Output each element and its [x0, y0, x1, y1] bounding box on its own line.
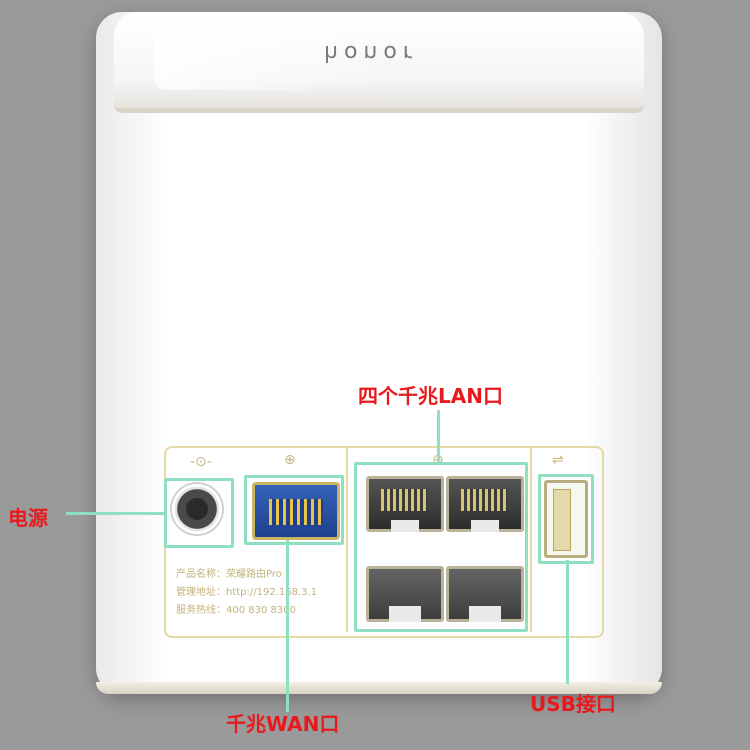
wan-leader-line [286, 540, 289, 712]
panel-divider-left [346, 448, 348, 632]
lan-port-4 [446, 566, 524, 622]
lan-highlight-box [354, 462, 528, 632]
lan-port-2 [446, 476, 524, 532]
lan-leader-line [437, 410, 440, 462]
lan-label: 四个千兆LAN口 [358, 384, 503, 408]
usb-leader-line [566, 560, 569, 684]
power-label: 电源 [8, 506, 48, 530]
product-name-line: 产品名称：荣耀路由Pro [176, 569, 282, 580]
lan-port-1 [366, 476, 444, 532]
brand-logo: honor [324, 40, 418, 65]
wan-highlight-box [244, 475, 344, 545]
power-leader-line [66, 512, 166, 515]
usb-highlight-box [538, 474, 594, 564]
product-info: 产品名称：荣耀路由Pro 管理地址：http://192.168.3.1 服务热… [176, 566, 344, 620]
wan-port-pins [269, 499, 323, 525]
power-highlight-box [164, 478, 234, 548]
power-jack [172, 484, 222, 534]
lan-port-3 [366, 566, 444, 622]
usb-icon: ⇌ [552, 452, 564, 468]
panel-divider-right [530, 448, 532, 632]
power-plug-icon: -⊙- [190, 454, 212, 470]
usb-port [544, 480, 588, 558]
globe-network-icon: ⊕ [284, 452, 296, 468]
usb-label: USB接口 [530, 692, 616, 716]
wan-port [252, 482, 340, 540]
router-top-face: honor [114, 12, 644, 113]
wan-label: 千兆WAN口 [226, 712, 340, 736]
top-glare [154, 18, 374, 90]
admin-address-line: 管理地址：http://192.168.3.1 [176, 587, 318, 598]
service-hotline-line: 服务热线：400 830 8300 [176, 605, 296, 616]
router-base-rim [96, 682, 662, 694]
